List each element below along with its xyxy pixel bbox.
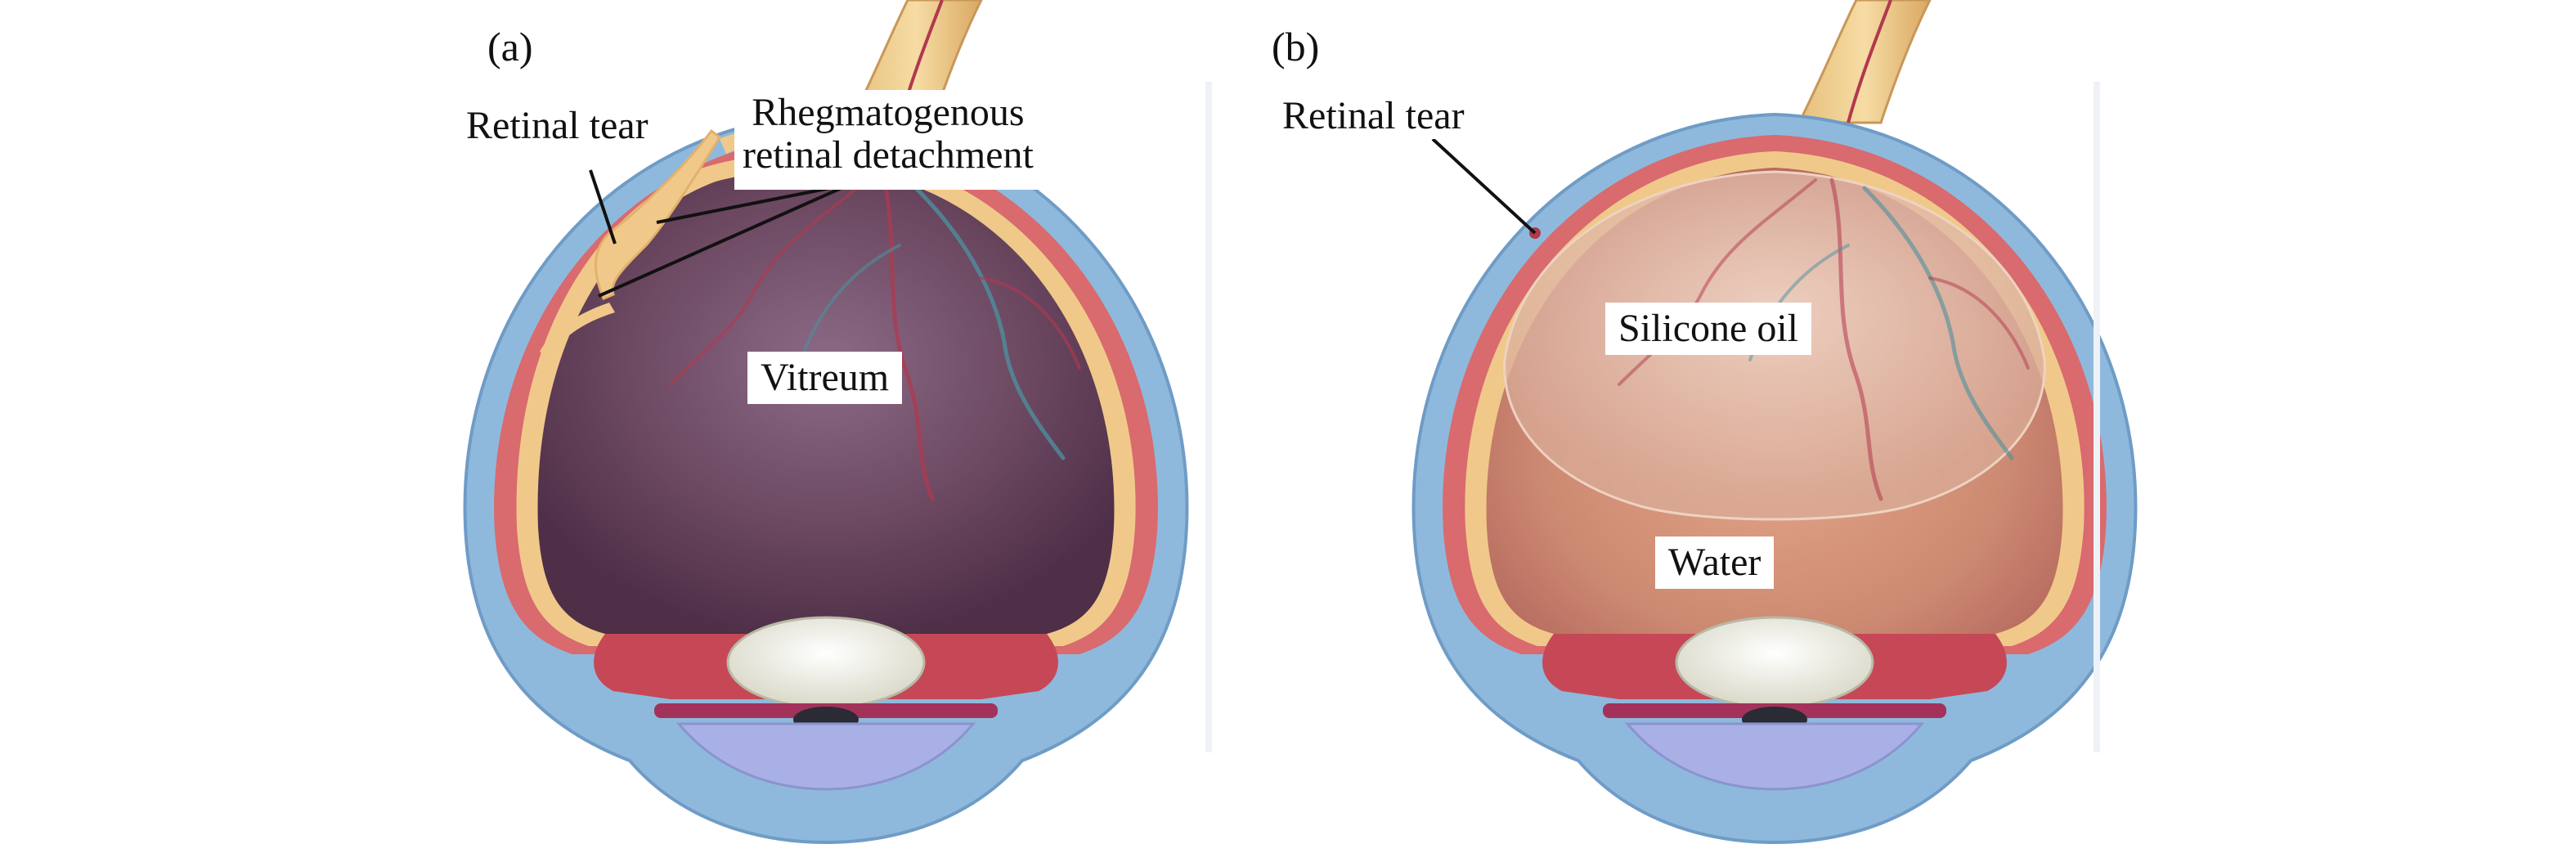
retina-lower-flap-a <box>540 303 615 358</box>
retinal-vessels-a <box>669 173 1081 501</box>
leader-lines-a <box>589 169 851 298</box>
leader-line-b <box>1431 137 1537 235</box>
cornea-b <box>1624 722 1925 791</box>
vitreum-label: Vitreum <box>747 352 903 404</box>
rhegmatogenous-line2: retinal detachment <box>743 132 1034 177</box>
nerve-vessel-b <box>1847 0 1892 123</box>
silicone-oil-label: Silicone oil <box>1605 303 1811 355</box>
retinal-tear-label-b: Retinal tear <box>1274 93 1473 139</box>
cornea-a <box>675 722 976 791</box>
retinal-vessels-b <box>1618 177 2030 501</box>
lens-a <box>726 616 926 709</box>
retinal-tear-label-a: Retinal tear <box>458 103 657 149</box>
panel-b-letter: (b) <box>1272 24 1320 70</box>
edge-strip-b <box>2094 82 2100 752</box>
optic-nerve-b <box>1797 0 1932 124</box>
panel-a-letter: (a) <box>487 24 533 70</box>
water-label: Water <box>1655 536 1775 589</box>
edge-strip-a <box>1205 82 1212 752</box>
eye-b <box>1411 0 2138 845</box>
detached-retina-a <box>594 128 721 300</box>
rhegmatogenous-line1: Rhegmatogenous <box>752 91 1025 134</box>
lens-b <box>1675 616 1874 709</box>
rhegmatogenous-label: Rhegmatogenous retinal detachment <box>734 90 1042 190</box>
